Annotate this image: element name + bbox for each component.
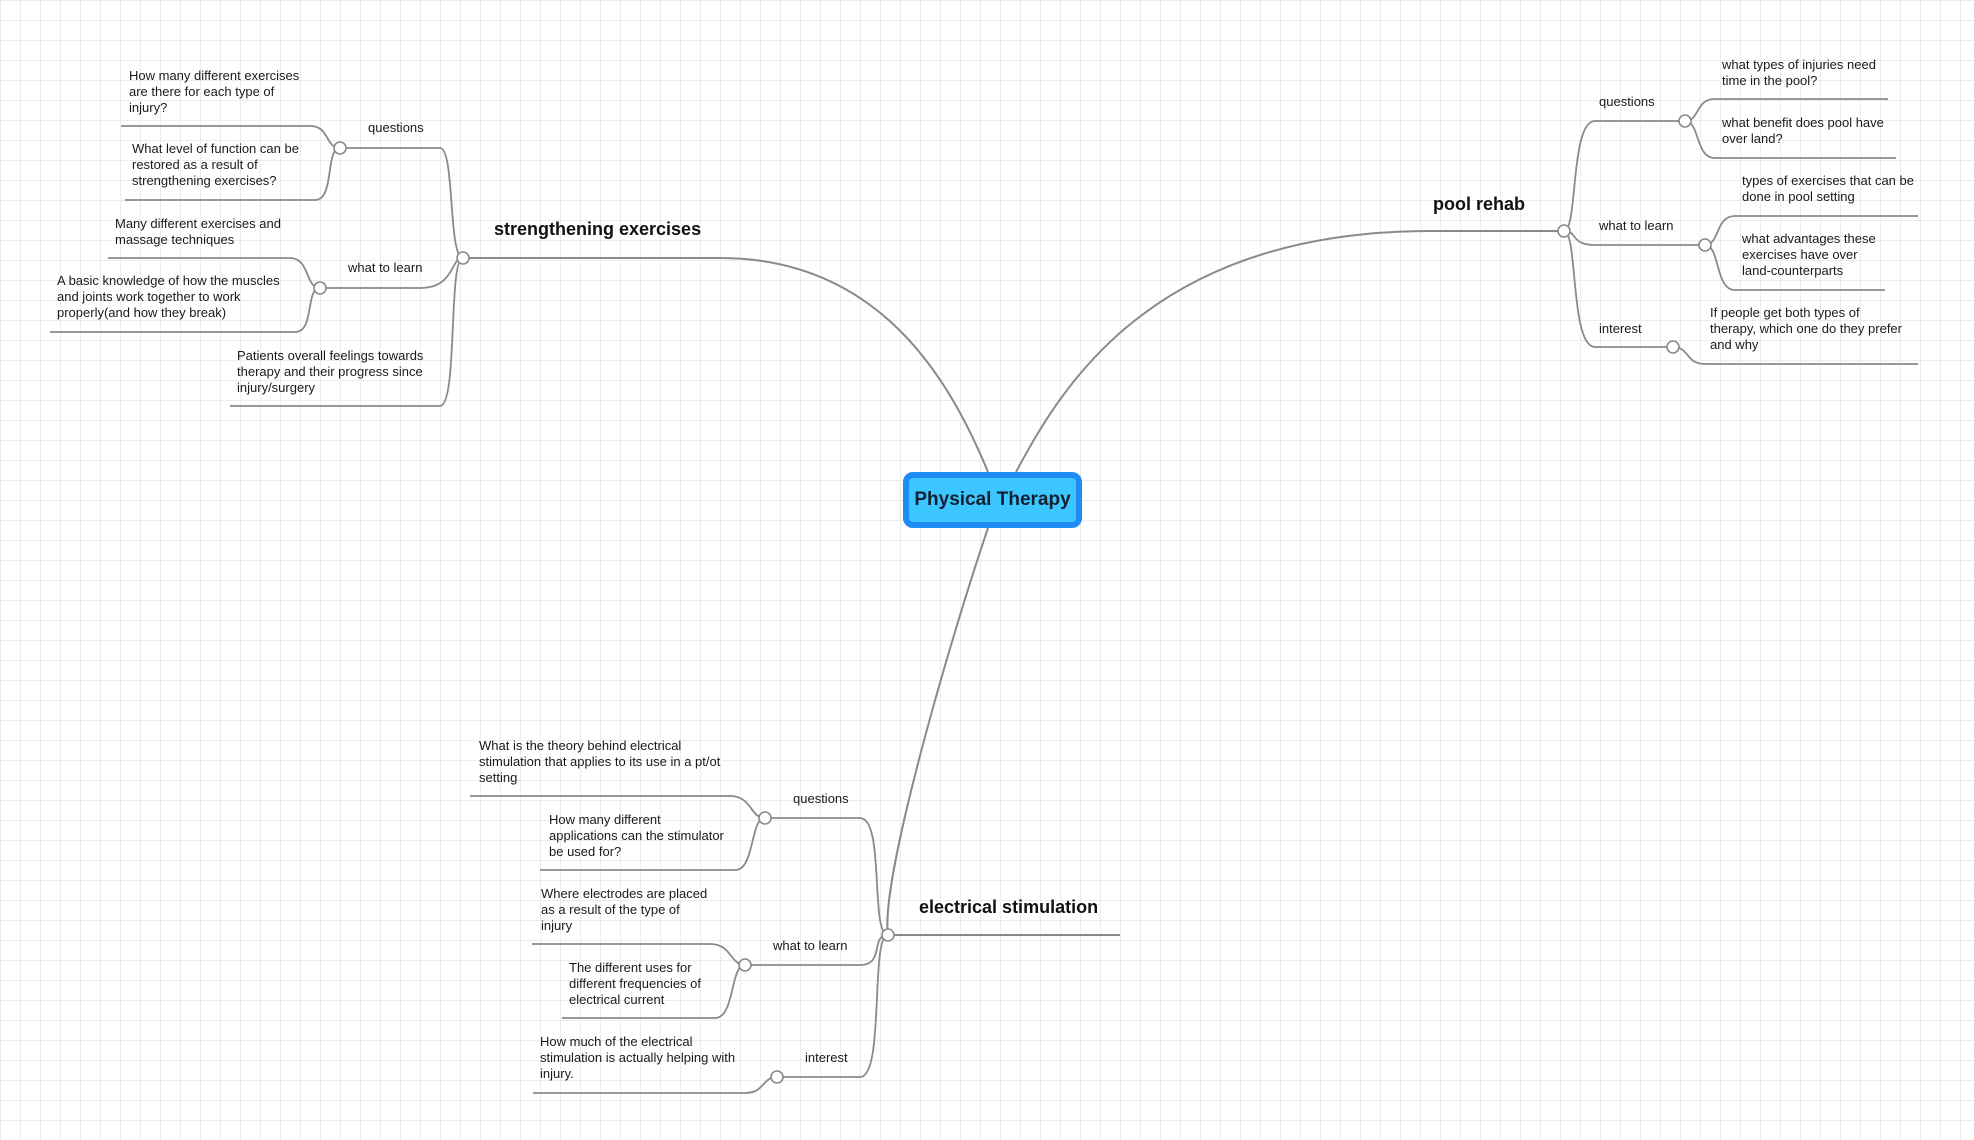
pool-question-2[interactable]: what benefit does pool have over land? (1722, 115, 1884, 146)
elec-interest-1[interactable]: How much of the electrical stimulation i… (540, 1034, 736, 1081)
connector-strength-patients (230, 257, 464, 407)
connector-central-strengthening (463, 257, 989, 473)
connector-central-pool (1015, 230, 1564, 473)
strength-question-2[interactable]: What level of function can be restored a… (132, 141, 299, 188)
pool-learn-1[interactable]: types of exercises that can be done in p… (1742, 173, 1914, 204)
joint-elec-questions[interactable] (758, 811, 772, 825)
branch-title-electrical[interactable]: electrical stimulation (919, 897, 1099, 917)
connector-strength-questions (340, 147, 464, 259)
joint-pool-root[interactable] (1557, 224, 1571, 238)
connector-pool-interest (1563, 230, 1673, 348)
pool-learn-label[interactable]: what to learn (1599, 218, 1674, 233)
elec-learn-label[interactable]: what to learn (773, 938, 848, 953)
pool-questions-label[interactable]: questions (1599, 94, 1655, 109)
elec-questions-label[interactable]: questions (793, 791, 849, 806)
elec-interest-label[interactable]: interest (805, 1050, 848, 1065)
joint-pool-learn[interactable] (1698, 238, 1712, 252)
joint-elec-learn[interactable] (738, 958, 752, 972)
strength-learn-1[interactable]: Many different exercises and massage tec… (115, 216, 281, 247)
strength-learn-2[interactable]: A basic knowledge of how the muscles and… (57, 273, 280, 320)
connector-elec-interest (777, 934, 889, 1078)
connector-elec-questions (765, 817, 889, 936)
strength-questions-label[interactable]: questions (368, 120, 424, 135)
elec-question-2[interactable]: How many different applications can the … (549, 812, 724, 859)
joint-strength-learn[interactable] (313, 281, 327, 295)
strength-learn-label[interactable]: what to learn (348, 260, 423, 275)
strength-question-1[interactable]: How many different exercises are there f… (129, 68, 300, 115)
connector-central-electrical (886, 527, 1120, 936)
strength-patients-feelings[interactable]: Patients overall feelings towards therap… (237, 348, 424, 395)
elec-learn-1[interactable]: Where electrodes are placed as a result … (541, 886, 708, 933)
pool-learn-2[interactable]: what advantages these exercises have ove… (1742, 231, 1876, 278)
joint-elec-interest[interactable] (770, 1070, 784, 1084)
joint-pool-interest[interactable] (1666, 340, 1680, 354)
elec-question-1[interactable]: What is the theory behind electrical sti… (479, 738, 721, 785)
joint-elec-root[interactable] (881, 928, 895, 942)
connector-pool-questions (1563, 120, 1685, 232)
pool-interest-label[interactable]: interest (1599, 321, 1642, 336)
pool-question-1[interactable]: what types of injuries need time in the … (1722, 57, 1876, 88)
joint-pool-questions[interactable] (1678, 114, 1692, 128)
central-topic-label: Physical Therapy (914, 489, 1071, 510)
central-topic[interactable]: Physical Therapy (903, 472, 1082, 528)
pool-interest-1[interactable]: If people get both types of therapy, whi… (1710, 305, 1902, 352)
joint-strength-root[interactable] (456, 251, 470, 265)
elec-learn-2[interactable]: The different uses for different frequen… (569, 960, 702, 1007)
joint-strength-questions[interactable] (333, 141, 347, 155)
branch-title-strengthening[interactable]: strengthening exercises (494, 219, 702, 239)
branch-title-pool[interactable]: pool rehab (1433, 194, 1526, 214)
